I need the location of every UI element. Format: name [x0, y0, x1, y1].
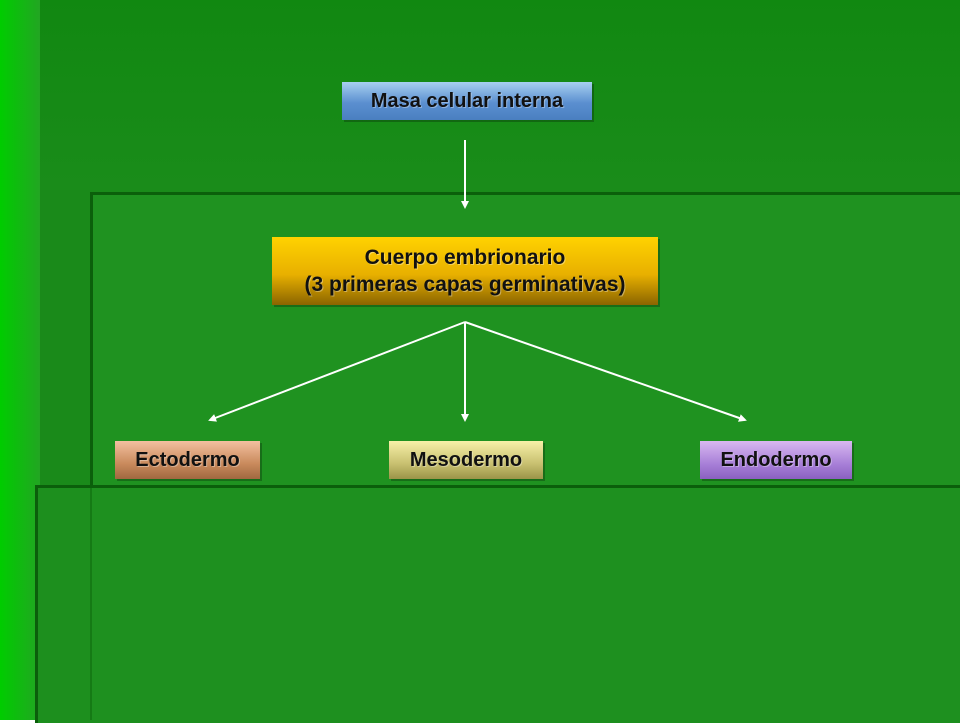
node-mesodermo: Mesodermo	[389, 441, 543, 479]
node-label-line1: Cuerpo embrionario	[364, 246, 566, 269]
node-endodermo: Endodermo	[700, 441, 852, 479]
node-label-line2: (3 primeras capas germinativas)	[304, 273, 626, 296]
node-masa-celular-interna: Masa celular interna	[342, 82, 592, 120]
background-panel-lower-inner	[90, 488, 960, 720]
node-ectodermo: Ectodermo	[115, 441, 260, 479]
node-label: Endodermo	[720, 448, 832, 471]
arrow-middle-to-ectodermo	[208, 321, 466, 422]
node-label: Ectodermo	[135, 448, 240, 471]
arrow-middle-to-endodermo	[464, 321, 747, 422]
node-label: Mesodermo	[409, 448, 523, 471]
node-cuerpo-embrionario: Cuerpo embrionario (3 primeras capas ger…	[272, 237, 658, 305]
node-label: Masa celular interna	[370, 89, 564, 112]
background-left-gradient	[0, 0, 40, 720]
